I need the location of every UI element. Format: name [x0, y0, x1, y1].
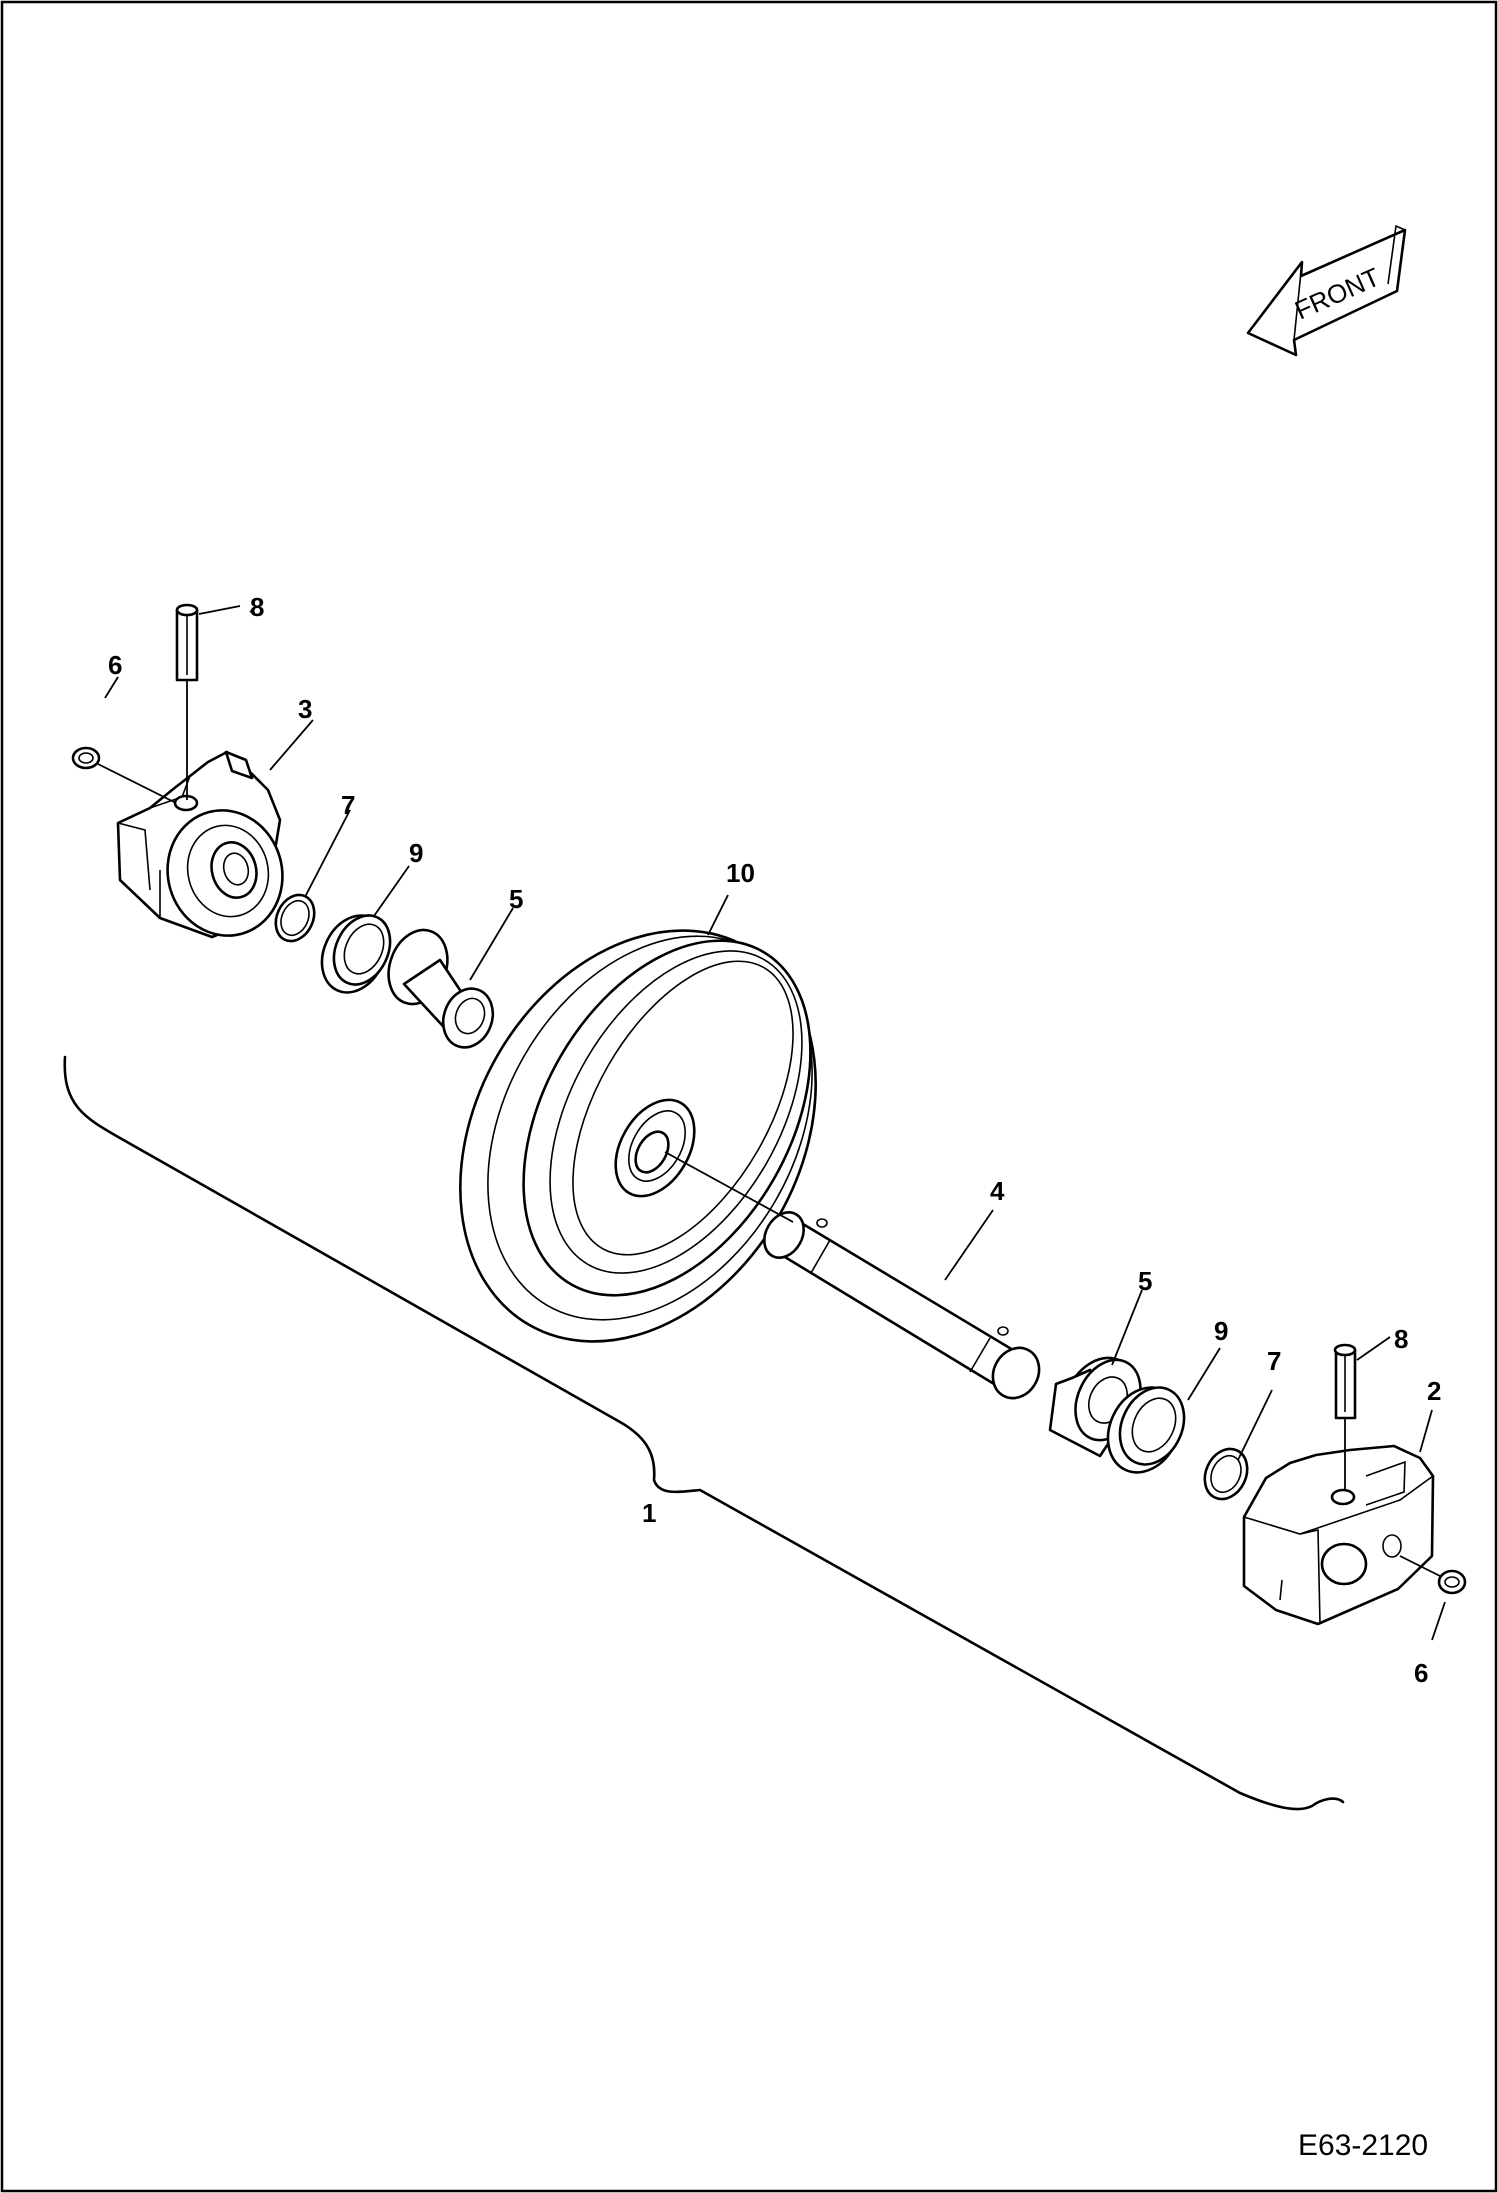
- callout-9-left: 9: [409, 838, 423, 868]
- seal-right: [1106, 1386, 1186, 1474]
- front-arrow: FRONT: [1246, 224, 1407, 357]
- callout-7-right: 7: [1267, 1346, 1281, 1376]
- callout-8-left: 8: [250, 592, 264, 622]
- callout-3: 3: [298, 694, 312, 724]
- roll-pin-left: [175, 603, 199, 800]
- idler-wheel: [459, 929, 817, 1343]
- callout-2: 2: [1427, 1376, 1441, 1406]
- callout-4: 4: [990, 1176, 1005, 1206]
- callout-7-left: 7: [341, 790, 355, 820]
- grease-fitting-left: [71, 746, 177, 804]
- callout-1: 1: [642, 1498, 656, 1528]
- grease-fitting-right: [1399, 1555, 1467, 1595]
- callout-6-right: 6: [1414, 1658, 1428, 1688]
- idler-bracket-left: [116, 750, 284, 939]
- roll-pin-right: [1333, 1343, 1357, 1490]
- callout-5-right: 5: [1138, 1266, 1152, 1296]
- o-ring-right: [1203, 1447, 1249, 1501]
- callout-9-right: 9: [1214, 1316, 1228, 1346]
- seal-left: [320, 914, 392, 994]
- drawing-code: E63-2120: [1298, 2129, 1428, 2162]
- idler-bracket-right: [1242, 1444, 1435, 1626]
- callout-5-left: 5: [509, 884, 523, 914]
- assembly-brace: [63, 1055, 1345, 1811]
- callout-6-left: 6: [108, 650, 122, 680]
- leader-lines: [104, 605, 1446, 1641]
- callout-8-right: 8: [1394, 1324, 1408, 1354]
- callout-10: 10: [726, 858, 755, 888]
- bushing-left: [387, 928, 495, 1049]
- idler-shaft: [664, 1151, 1041, 1400]
